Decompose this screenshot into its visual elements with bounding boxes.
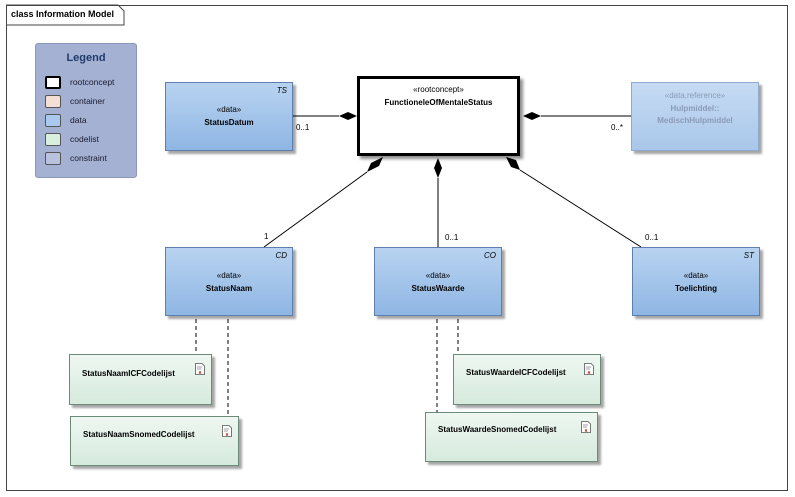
diamond-hulpmiddel bbox=[523, 112, 541, 120]
multiplicity-status-waarde: 0..1 bbox=[445, 233, 459, 242]
legend-swatch-constraint bbox=[45, 152, 61, 165]
assoc-toelichting bbox=[519, 169, 642, 248]
class-name: StatusDatum bbox=[204, 118, 254, 127]
legend-label: codelist bbox=[70, 134, 99, 144]
multiplicity-hulpmiddel: 0..* bbox=[611, 123, 624, 132]
class-stereotype: «rootconcept» bbox=[413, 85, 464, 94]
diagram-frame bbox=[6, 5, 788, 491]
class-name: StatusWaarde bbox=[411, 284, 465, 293]
class-status-datum[interactable]: TS «data» StatusDatum bbox=[165, 82, 293, 151]
multiplicity-toelichting: 0..1 bbox=[645, 233, 659, 242]
class-stereotype: «data» bbox=[216, 105, 242, 114]
legend-label: container bbox=[70, 96, 105, 106]
diamond-status-naam bbox=[367, 157, 383, 172]
frame-title: class Information Model bbox=[11, 9, 115, 19]
codelist-status-naam-icf[interactable]: StatusNaamICFCodelijst bbox=[69, 354, 212, 405]
diamond-status-waarde bbox=[434, 158, 442, 178]
codelist-name: StatusNaamICFCodelijst bbox=[82, 369, 175, 378]
class-type: TS bbox=[276, 86, 287, 95]
legend-swatch-rootconcept bbox=[45, 76, 61, 89]
class-type: CO bbox=[484, 251, 496, 260]
codelist-name: StatusWaardeSnomedCodelijst bbox=[438, 425, 557, 434]
document-icon bbox=[584, 363, 594, 375]
legend-title: Legend bbox=[66, 52, 106, 64]
multiplicity-status-naam: 1 bbox=[264, 232, 269, 241]
diamond-toelichting bbox=[506, 157, 520, 170]
class-name: Toelichting bbox=[674, 284, 718, 293]
multiplicity-status-datum: 0..1 bbox=[296, 123, 310, 132]
legend-swatch-codelist bbox=[45, 133, 61, 146]
class-type: CD bbox=[275, 251, 287, 260]
class-toelichting[interactable]: ST «data» Toelichting bbox=[632, 247, 760, 316]
class-stereotype: «data,reference» bbox=[664, 91, 726, 100]
codelist-status-waarde-snomed[interactable]: StatusWaardeSnomedCodelijst bbox=[425, 412, 598, 462]
document-icon bbox=[222, 425, 232, 437]
legend-label: rootconcept bbox=[70, 77, 115, 87]
class-name: FunctioneleOfMentaleStatus bbox=[384, 98, 493, 107]
class-stereotype: «data» bbox=[683, 271, 709, 280]
class-name: StatusNaam bbox=[205, 284, 253, 293]
assoc-status-naam bbox=[263, 171, 368, 248]
codelist-status-naam-snomed[interactable]: StatusNaamSnomedCodelijst bbox=[70, 416, 239, 466]
class-hulpmiddel[interactable]: «data,reference» Hulpmiddel:: MedischHul… bbox=[631, 82, 759, 151]
document-icon bbox=[581, 421, 591, 433]
class-functionele-of-mentale-status[interactable]: «rootconcept» FunctioneleOfMentaleStatus bbox=[357, 76, 520, 156]
class-status-naam[interactable]: CD «data» StatusNaam bbox=[165, 247, 293, 316]
class-name-line2: MedischHulpmiddel bbox=[657, 116, 733, 125]
codelist-name: StatusWaardeICFCodelijst bbox=[466, 368, 566, 377]
legend-swatch-container bbox=[45, 95, 61, 108]
codelist-status-waarde-icf[interactable]: StatusWaardeICFCodelijst bbox=[453, 354, 601, 405]
class-status-waarde[interactable]: CO «data» StatusWaarde bbox=[374, 247, 502, 316]
class-stereotype: «data» bbox=[425, 271, 451, 280]
codelist-name: StatusNaamSnomedCodelijst bbox=[83, 430, 195, 439]
legend-label: data bbox=[70, 115, 87, 125]
legend-swatch-data bbox=[45, 114, 61, 127]
class-name-line1: Hulpmiddel:: bbox=[670, 104, 720, 113]
class-stereotype: «data» bbox=[216, 271, 242, 280]
document-icon bbox=[195, 363, 205, 375]
class-type: ST bbox=[743, 251, 754, 260]
legend-label: constraint bbox=[70, 153, 107, 163]
diamond-status-datum bbox=[339, 112, 357, 120]
legend: Legend rootconcept container data codeli… bbox=[35, 43, 137, 178]
